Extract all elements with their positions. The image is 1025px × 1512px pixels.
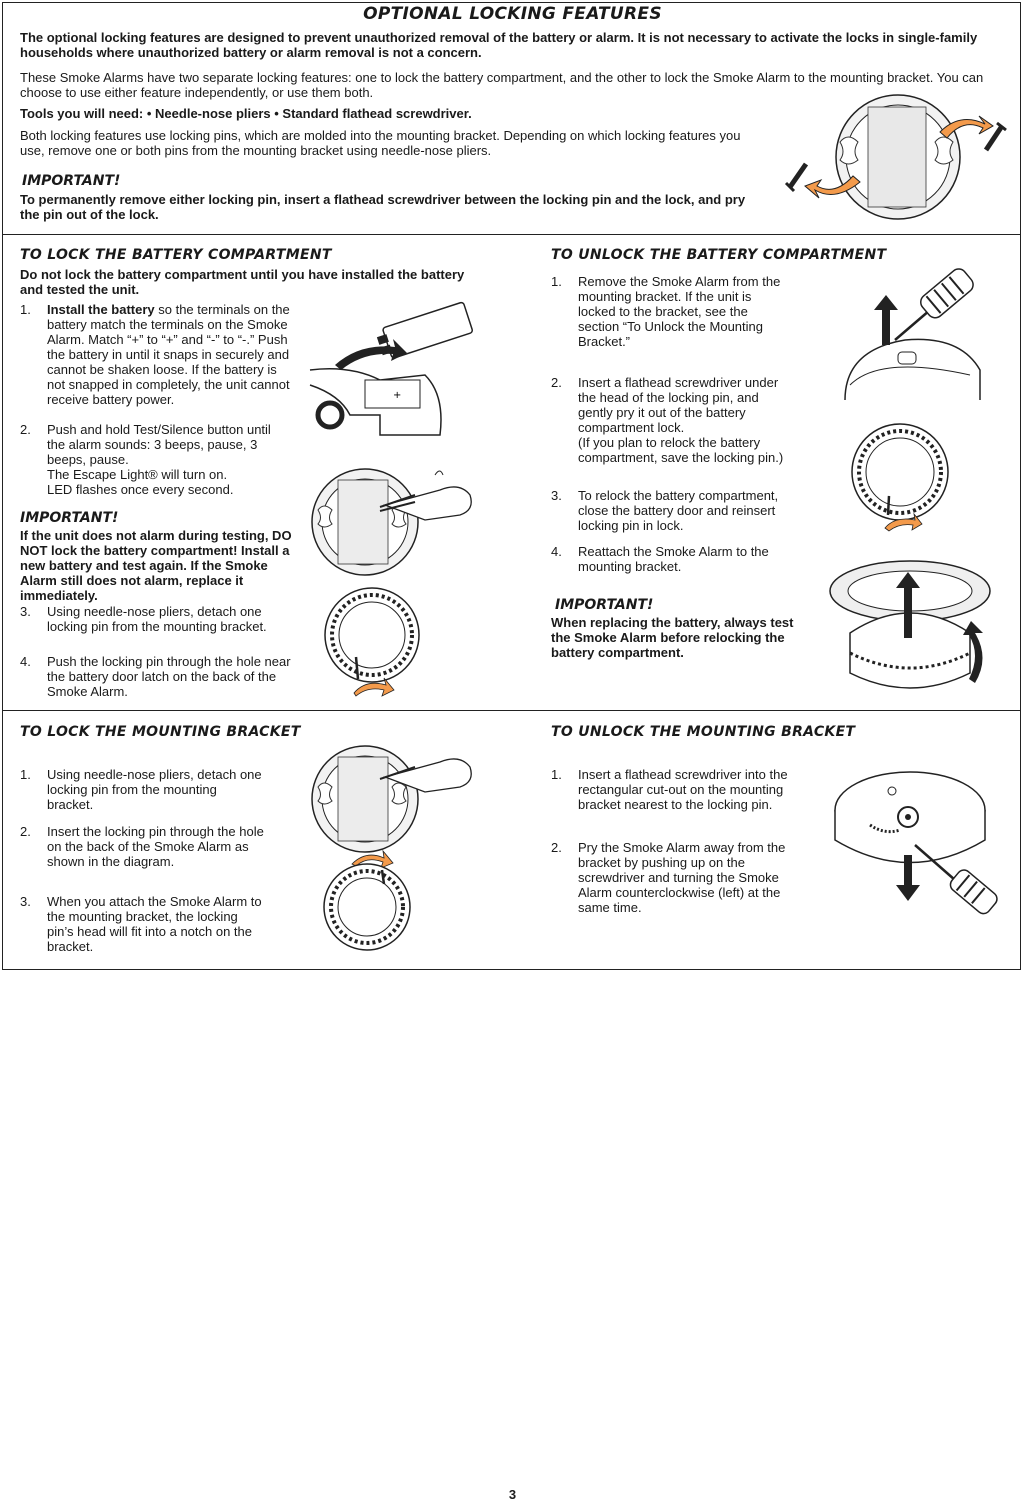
lock-battery-step-2: 2.Push and hold Test/Silence button unti…	[20, 422, 271, 497]
intro-bold: The optional locking features are design…	[20, 30, 978, 60]
unlock-bracket-illustration	[834, 771, 998, 915]
page-title: OPTIONAL LOCKING FEATURES	[363, 4, 662, 24]
unlock-battery-step-2: 2.Insert a flathead screwdriver under th…	[551, 375, 784, 465]
lock-bracket-step-1: 1.Using needle-nose pliers, detach one l…	[20, 767, 262, 812]
bracket-pliers-illustration	[311, 745, 472, 853]
section-heading-unlock-bracket: TO UNLOCK THE MOUNTING BRACKET	[551, 724, 856, 740]
unlock-battery-step-1: 1.Remove the Smoke Alarm from the mounti…	[551, 274, 781, 349]
important-text: To permanently remove either locking pin…	[20, 192, 746, 222]
bracket-pins-illustration	[784, 94, 1007, 220]
section-heading-unlock-battery: TO UNLOCK THE BATTERY COMPARTMENT	[551, 247, 887, 263]
section-heading-lock-battery: TO LOCK THE BATTERY COMPARTMENT	[20, 247, 332, 263]
pins-text: Both locking features use locking pins, …	[20, 128, 741, 158]
unlock-bracket-step-2: 2.Pry the Smoke Alarm away from the brac…	[551, 840, 786, 915]
svg-text:+: +	[393, 390, 401, 401]
lock-battery-step-3: 3.Using needle-nose pliers, detach one l…	[20, 604, 267, 634]
tools-line: Tools you will need: • Needle-nose plier…	[20, 106, 472, 121]
important-heading: IMPORTANT!	[22, 173, 121, 189]
lock-battery-step-1: 1.Install the battery so the terminals o…	[20, 302, 290, 407]
unlock-battery-step-4: 4.Reattach the Smoke Alarm to the mounti…	[551, 544, 769, 574]
lock-bracket-step-3: 3.When you attach the Smoke Alarm to the…	[20, 894, 262, 954]
lock-battery-important-heading: IMPORTANT!	[20, 510, 119, 526]
unlock-bracket-step-1: 1.Insert a flathead screwdriver into the…	[551, 767, 788, 812]
reattach-alarm-illustration	[829, 560, 991, 689]
push-pin-back-illustration	[324, 587, 420, 697]
page-frame	[2, 2, 1021, 970]
lock-battery-step-4: 4.Push the locking pin through the hole …	[20, 654, 291, 699]
lock-bracket-step-2: 2.Insert the locking pin through the hol…	[20, 824, 264, 869]
battery-insert-illustration: +	[309, 301, 474, 436]
lock-battery-important-text: If the unit does not alarm during testin…	[20, 528, 292, 603]
intro-text: These Smoke Alarms have two separate loc…	[20, 70, 984, 100]
pliers-detach-pin-illustration	[311, 468, 472, 576]
unlock-battery-step-3: 3.To relock the battery compartment, clo…	[551, 488, 779, 533]
section-heading-lock-bracket: TO LOCK THE MOUNTING BRACKET	[20, 724, 301, 740]
unlock-battery-important-heading: IMPORTANT!	[555, 597, 654, 613]
unlock-battery-important-text: When replacing the battery, always test …	[551, 615, 794, 660]
screwdriver-pry-pin-illustration	[844, 268, 981, 401]
relock-pin-illustration	[851, 423, 949, 532]
bracket-insert-pin-illustration	[323, 849, 411, 951]
lock-battery-lead: Do not lock the battery compartment unti…	[20, 267, 465, 297]
page-number: 3	[508, 1487, 517, 1502]
